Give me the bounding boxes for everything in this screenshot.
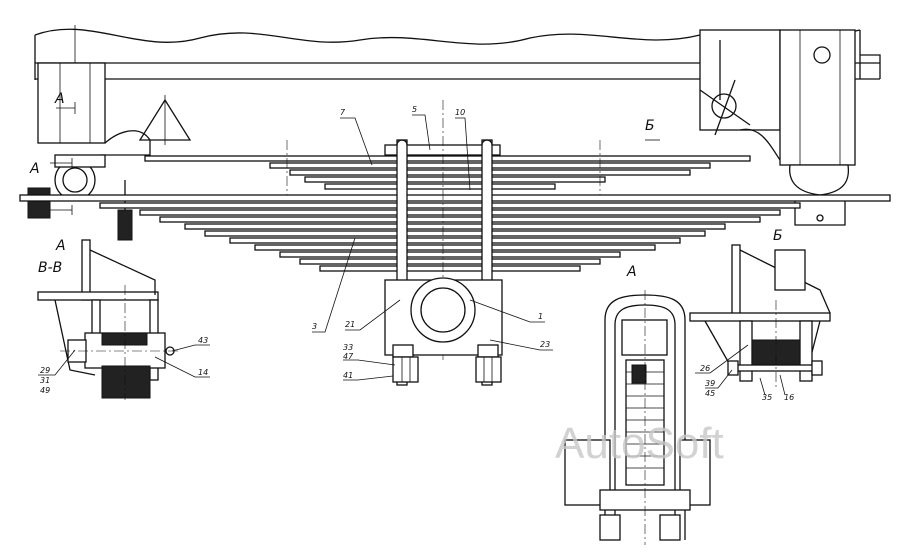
view-title-b: Б — [773, 228, 783, 244]
section-mark-a-left: А — [29, 161, 40, 177]
callout-16: 16 — [784, 393, 794, 402]
callout-10: 10 — [455, 108, 465, 117]
callout-43: 43 — [198, 336, 208, 345]
callout-33: 33 — [343, 343, 353, 352]
section-vv-view — [37, 239, 180, 400]
view-a — [564, 290, 711, 545]
main-spring-pack — [19, 194, 891, 272]
callout-39: 39 — [705, 379, 715, 388]
callout-7: 7 — [340, 108, 346, 117]
section-mark-a-top: А — [54, 91, 65, 107]
watermark: AutoSoft — [555, 419, 724, 468]
view-arrow-b: Б — [645, 118, 655, 134]
section-title-vv: В-В — [38, 260, 62, 276]
callout-3: 3 — [312, 322, 317, 331]
detail-b-section — [689, 244, 831, 390]
callout-23: 23 — [540, 340, 550, 349]
callout-49: 49 — [40, 386, 50, 395]
callout-35: 35 — [762, 393, 772, 402]
section-mark-a-bottom: А — [55, 238, 66, 254]
callout-1: 1 — [538, 312, 543, 321]
callout-31: 31 — [40, 376, 50, 385]
rear-bracket — [699, 29, 856, 226]
axle-clamp — [384, 100, 503, 386]
callout-45: 45 — [705, 389, 715, 398]
callout-26: 26 — [700, 364, 710, 373]
callout-47: 47 — [343, 352, 354, 361]
leader-lines — [38, 102, 786, 396]
callout-5: 5 — [412, 105, 417, 114]
view-title-a: А — [626, 264, 637, 280]
callout-14: 14 — [198, 368, 208, 377]
callout-29: 29 — [40, 366, 50, 375]
callout-21: 21 — [345, 320, 355, 329]
callout-41: 41 — [343, 371, 353, 380]
front-bracket — [27, 62, 192, 241]
